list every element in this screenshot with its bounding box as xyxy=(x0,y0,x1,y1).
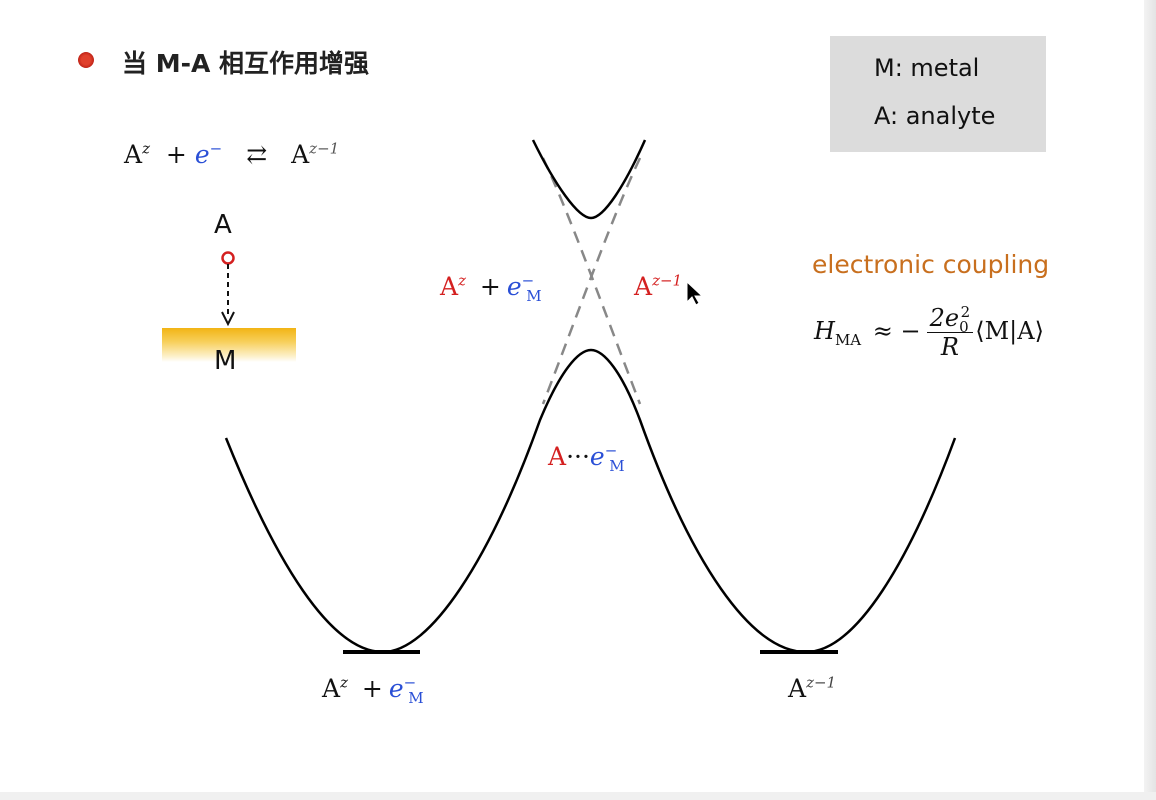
eq-a: A xyxy=(124,140,143,169)
eq-z: z xyxy=(142,139,150,158)
state-a: A xyxy=(788,674,807,703)
formula-den: R xyxy=(940,333,959,361)
window-edge-bottom xyxy=(0,792,1156,800)
formula-num-sup: 2 xyxy=(960,303,971,321)
state-right-upper: Az−1 xyxy=(634,272,682,301)
state-e-sup: − xyxy=(604,441,618,460)
state-sup: z−1 xyxy=(806,673,837,692)
state-e: e xyxy=(506,272,522,301)
state-sup: z−1 xyxy=(652,271,683,290)
state-a: A xyxy=(548,442,567,471)
diabatic-curve-right xyxy=(541,157,642,405)
formula-num-sub: 0 xyxy=(959,317,969,336)
state-e: e xyxy=(589,442,605,471)
state-e-sub: M xyxy=(526,287,542,305)
state-z: z xyxy=(340,673,348,692)
lower-adiabatic-curve xyxy=(224,348,957,654)
state-e: e xyxy=(388,674,404,703)
inset-label-a: A xyxy=(214,210,232,240)
eq-electron: e xyxy=(194,140,210,169)
state-middle: A···e−M xyxy=(548,441,625,474)
arrow-head-icon xyxy=(221,311,235,327)
mouse-cursor-icon xyxy=(686,280,704,306)
formula-h-sub: MA xyxy=(834,330,862,349)
state-a: A xyxy=(322,674,341,703)
state-e-sup: − xyxy=(521,271,535,290)
formula-bracket: ⟨M|A⟩ xyxy=(975,317,1044,345)
state-e-sup: − xyxy=(403,673,417,692)
eq-plus: + xyxy=(165,140,187,169)
eq-a2: A xyxy=(291,140,310,169)
diabatic-curves xyxy=(541,157,642,405)
state-a: A xyxy=(440,272,459,301)
legend-box: M: metal A: analyte xyxy=(830,36,1046,152)
state-a: A xyxy=(634,272,653,301)
state-right-bottom: Az−1 xyxy=(788,674,836,703)
formula-approx: ≈ − xyxy=(872,317,921,345)
formula-h: H xyxy=(814,317,835,345)
inset-label-m: M xyxy=(214,346,237,376)
state-left-bottom: Az +e−M xyxy=(322,673,424,706)
analyte-circle-icon xyxy=(221,251,235,265)
coupling-title: electronic coupling xyxy=(812,250,1050,279)
formula-num: 2e xyxy=(929,304,960,332)
state-left-upper: Az +e−M xyxy=(440,271,542,304)
metal-surface xyxy=(162,328,296,362)
reaction-equation: Az +e− ⇄ Az−1 xyxy=(124,140,339,169)
state-dots: ··· xyxy=(566,442,590,471)
upper-adiabatic-curve xyxy=(531,139,647,220)
eq-electron-charge: − xyxy=(209,139,223,158)
slide-title: 当 M-A 相互作用增强 xyxy=(122,49,370,78)
state-e-sub: M xyxy=(408,689,424,707)
eq-z-minus-1: z−1 xyxy=(309,139,340,158)
state-z: z xyxy=(458,271,466,290)
legend-metal: M: metal xyxy=(874,54,980,82)
legend-analyte: A: analyte xyxy=(874,102,996,130)
state-plus: + xyxy=(361,674,383,703)
diabatic-curve-left xyxy=(541,157,642,405)
window-edge xyxy=(1144,0,1156,800)
equilibrium-arrows: ⇄ xyxy=(246,140,268,169)
state-e-sub: M xyxy=(609,457,625,475)
bullet-icon xyxy=(78,52,94,68)
state-plus: + xyxy=(479,272,501,301)
inset-arrow xyxy=(221,251,235,327)
